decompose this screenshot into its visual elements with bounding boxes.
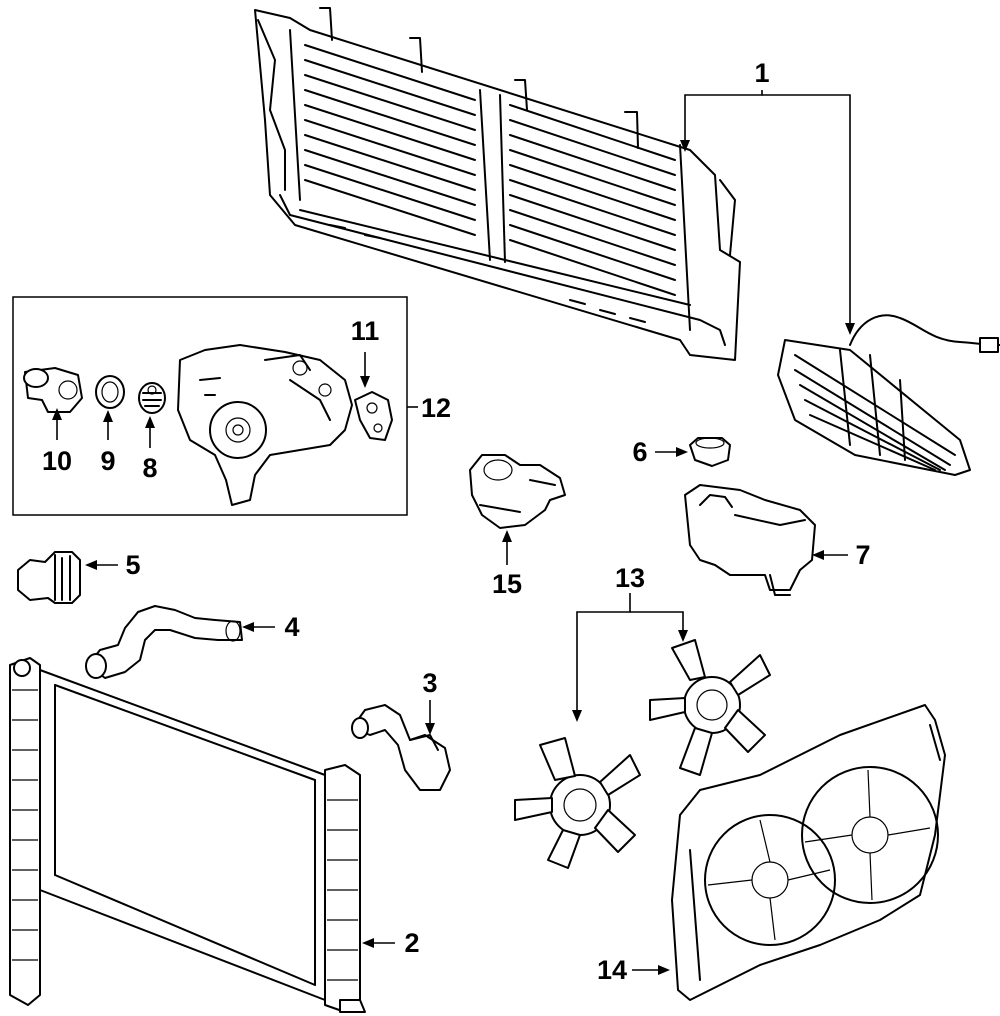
part-9-seal-ring — [95, 375, 125, 409]
callout-2: 2 — [404, 928, 419, 958]
part-13-fan-upper — [649, 639, 771, 776]
part-11-gasket — [354, 391, 393, 441]
part-7-coolant-reservoir — [684, 484, 816, 596]
part-6-reservoir-cap — [689, 437, 731, 467]
callout-12: 12 — [421, 393, 451, 423]
part-15-aux-water-pump — [469, 454, 566, 529]
part-14-fan-shroud — [671, 704, 946, 1001]
leader-lines — [52, 90, 855, 975]
part-5-connector — [17, 551, 81, 604]
part-2-radiator — [9, 657, 366, 1013]
part-13-fan-lower — [514, 737, 641, 869]
callout-6: 6 — [632, 437, 647, 467]
callout-15: 15 — [492, 569, 522, 599]
part-10-water-outlet — [23, 367, 83, 413]
callout-10: 10 — [42, 446, 72, 476]
part-3-lower-hose — [351, 704, 451, 791]
callout-8: 8 — [142, 453, 157, 483]
callout-3: 3 — [422, 668, 437, 698]
water-pump — [177, 344, 353, 506]
callout-11: 11 — [351, 316, 380, 346]
callout-14: 14 — [597, 955, 627, 985]
water-pump-group-box — [12, 296, 408, 516]
callout-13: 13 — [615, 563, 645, 593]
callout-9: 9 — [100, 446, 115, 476]
part-1-shutter-small — [777, 314, 1000, 476]
part-8-thermostat — [138, 382, 166, 414]
callout-labels: 1 2 3 4 5 6 7 8 9 10 11 12 13 14 15 — [42, 58, 871, 985]
callout-4: 4 — [284, 612, 299, 642]
callout-7: 7 — [855, 540, 870, 570]
callout-5: 5 — [125, 550, 140, 580]
callout-1: 1 — [754, 58, 769, 88]
part-4-upper-hose — [85, 605, 243, 679]
part-1-grille-shutter — [254, 7, 741, 361]
